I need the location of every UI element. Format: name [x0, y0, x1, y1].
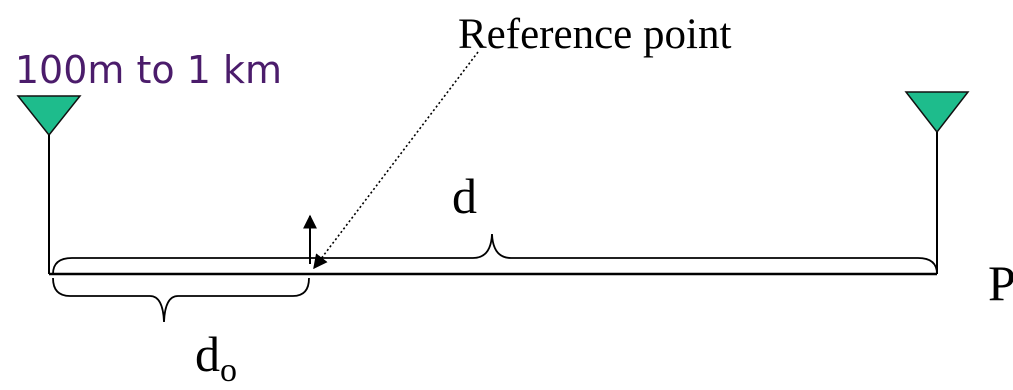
receiver-antenna-icon: [904, 91, 970, 134]
distance-label: d: [452, 168, 477, 224]
transmitter-antenna: [16, 95, 82, 274]
reference-point-label: Reference point: [458, 11, 732, 58]
receiver-antenna: [904, 91, 970, 274]
reference-distance-symbol: d: [195, 326, 220, 382]
transmitter-antenna-icon: [16, 95, 82, 137]
edge-label: P: [988, 255, 1013, 311]
reference-pointer: [313, 51, 479, 270]
distance-brace: [52, 233, 938, 275]
distance-range-text: : 100m to 1 km: [0, 48, 283, 92]
slide-heading-fragment: m: [0, 0, 31, 6]
reference-distance-subscript: o: [220, 352, 237, 389]
reference-distance-label: do: [195, 325, 237, 389]
reference-distance-brace: [52, 277, 310, 323]
